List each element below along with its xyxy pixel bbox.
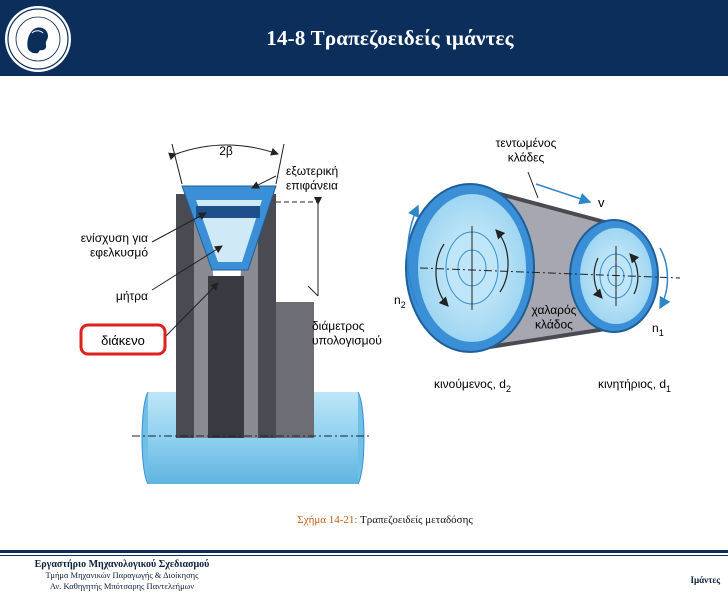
matrix-label: μήτρα [116,289,148,303]
driven-subscript: 2 [506,384,511,394]
caption-text: Τραπεζοειδείς μεταδόσης [360,514,473,526]
n2-letter: n [394,293,401,307]
gap-highlight-box [79,323,167,356]
caption-number: Σχήμα 14-21: [297,514,358,526]
driver-label: κινητήριος, d1 [598,377,671,394]
n1-letter: n [652,321,659,335]
footer-divider-thick [0,550,728,553]
n1-label: n1 [652,321,664,338]
pulley-cross-section [79,143,372,485]
figure-caption: Σχήμα 14-21: Τραπεζοειδείς μεταδόσης [0,514,728,526]
footer-topic: Ιμάντες [690,575,720,585]
driver-text: κινητήριος, d [598,377,666,391]
footer-lab: Εργαστήριο Μηχανολογικού Σχεδιασμού [34,559,210,570]
driver-subscript: 1 [666,384,671,394]
footer-department: Τμήμα Μηχανικών Παραγωγής & Διοίκησης [45,570,199,580]
angle-2beta-label: 2β [219,144,233,158]
footer-professor: Αν. Καθηγητής Μπότσαρης Παντελεήμων [49,581,195,591]
tension-cord [196,206,260,218]
footer-credits: Εργαστήριο Μηχανολογικού Σχεδιασμού Τμήμ… [0,559,244,592]
pulley-flange-right [258,194,276,438]
belt-drive-perspective [405,171,681,353]
header-bar: 14-8 Τραπεζοειδείς ιμάντες [0,0,728,76]
university-seal-icon [5,6,71,72]
gap-label: διάκενο [101,333,145,348]
n2-label: n2 [394,293,406,310]
n2-subscript: 2 [401,300,406,310]
driven-label: κινούμενος, d2 [434,377,511,394]
driven-text: κινούμενος, d [434,377,506,391]
page-title: 14-8 Τραπεζοειδείς ιμάντες [266,26,514,50]
n1-subscript: 1 [659,328,664,338]
pulley-hub [276,302,314,438]
footer-divider-thin [0,555,728,556]
velocity-label: v [598,195,605,210]
